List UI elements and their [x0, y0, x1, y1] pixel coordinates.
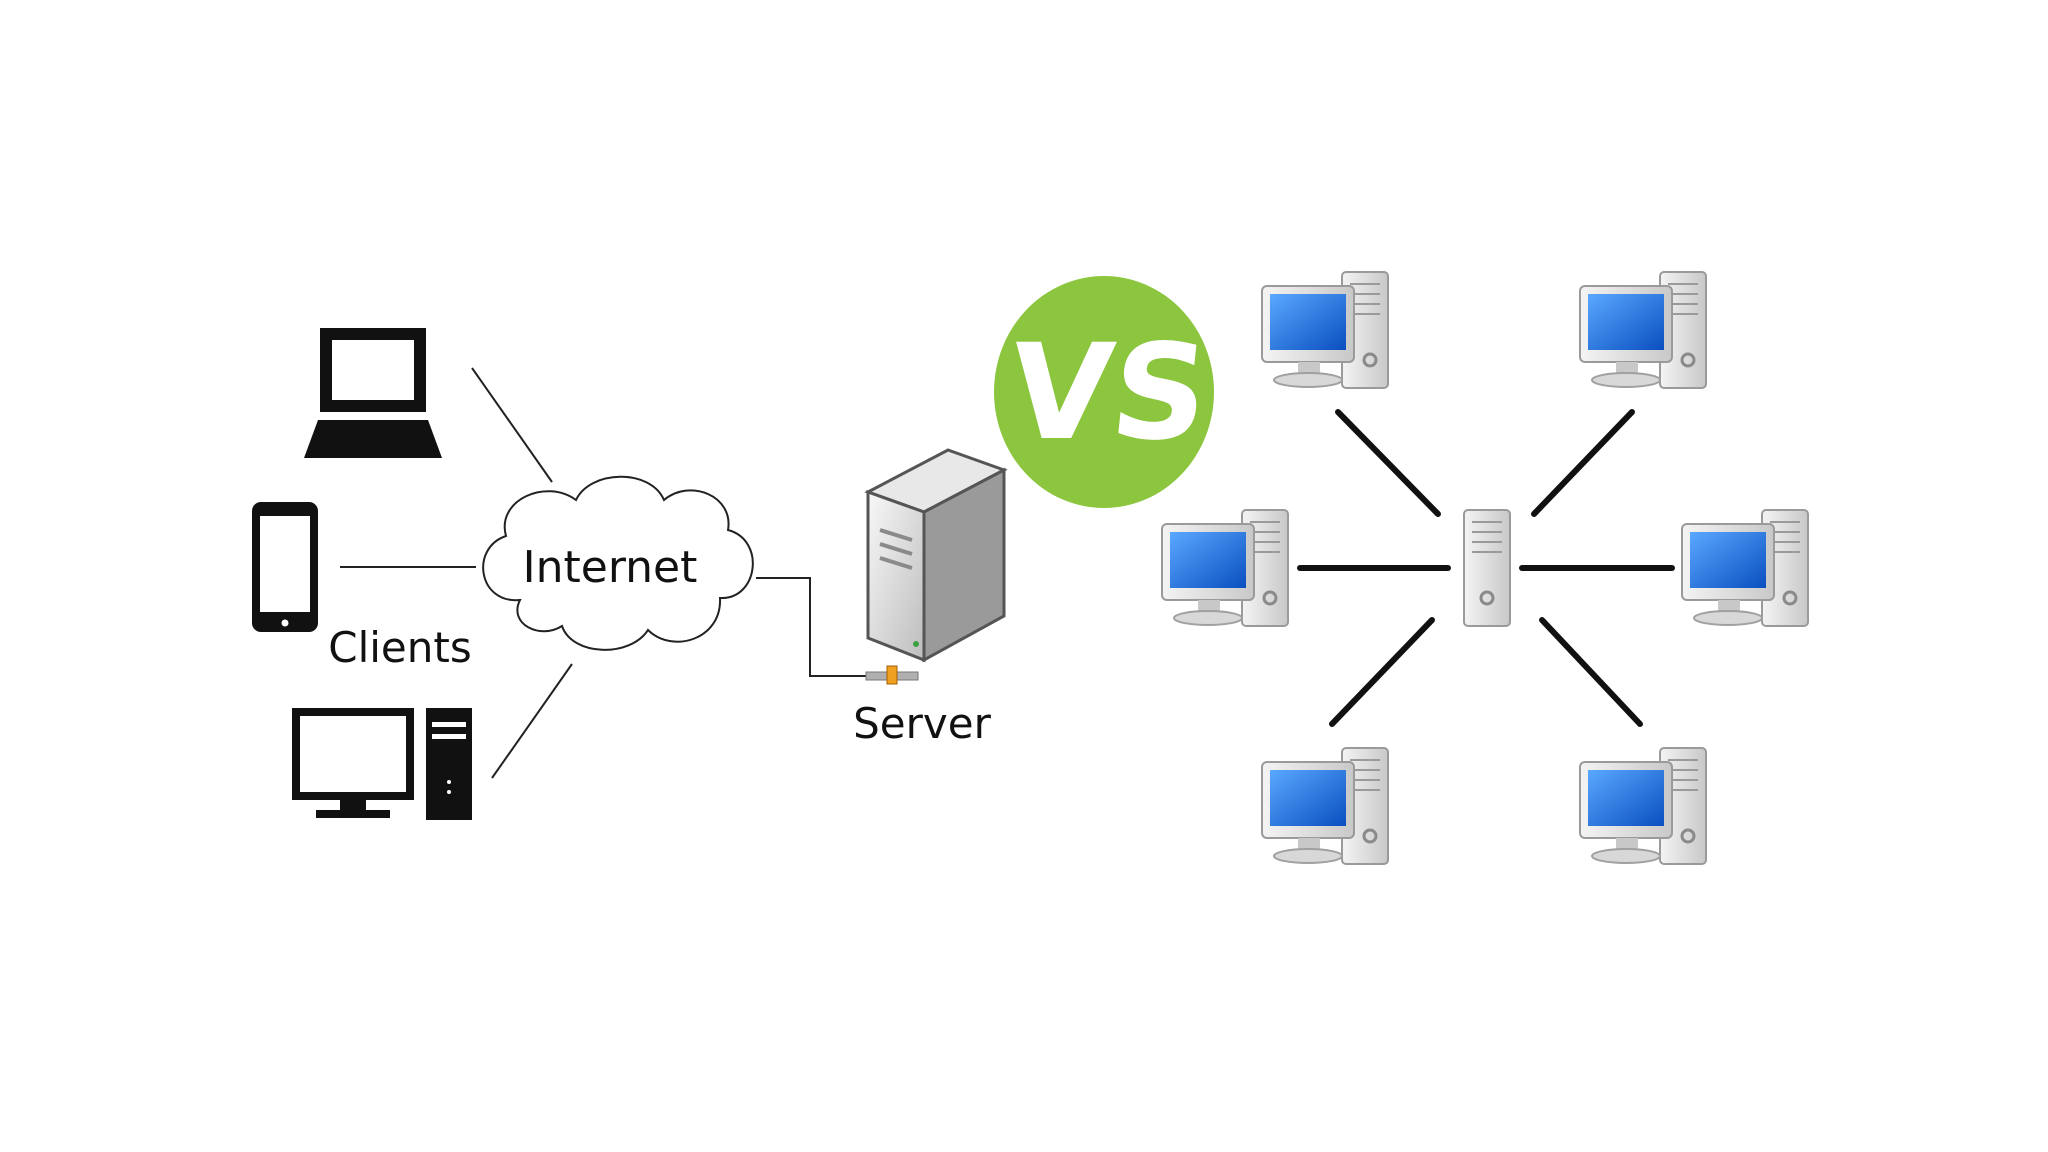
workstation-icon [1160, 508, 1290, 628]
workstation-icon [1260, 746, 1390, 866]
vs-badge: VS [994, 276, 1215, 508]
clients-label: Clients [328, 623, 471, 672]
laptop-icon [304, 328, 442, 458]
server-label: Server [853, 699, 991, 748]
workstation-icon [1260, 270, 1390, 390]
central-node-icon [1463, 509, 1511, 627]
peer-links [1297, 409, 1675, 727]
internet-label: Internet [523, 542, 698, 593]
client-links [340, 367, 573, 779]
smartphone-icon [252, 502, 318, 632]
vs-text: VS [1002, 316, 1215, 470]
cloud-icon [482, 475, 754, 651]
desktop-computer-icon [292, 708, 472, 820]
workstation-icon [1680, 508, 1810, 628]
server-link [756, 577, 866, 677]
server-tower-icon [864, 448, 1008, 685]
workstation-icon [1578, 270, 1708, 390]
workstation-icon [1578, 746, 1708, 866]
